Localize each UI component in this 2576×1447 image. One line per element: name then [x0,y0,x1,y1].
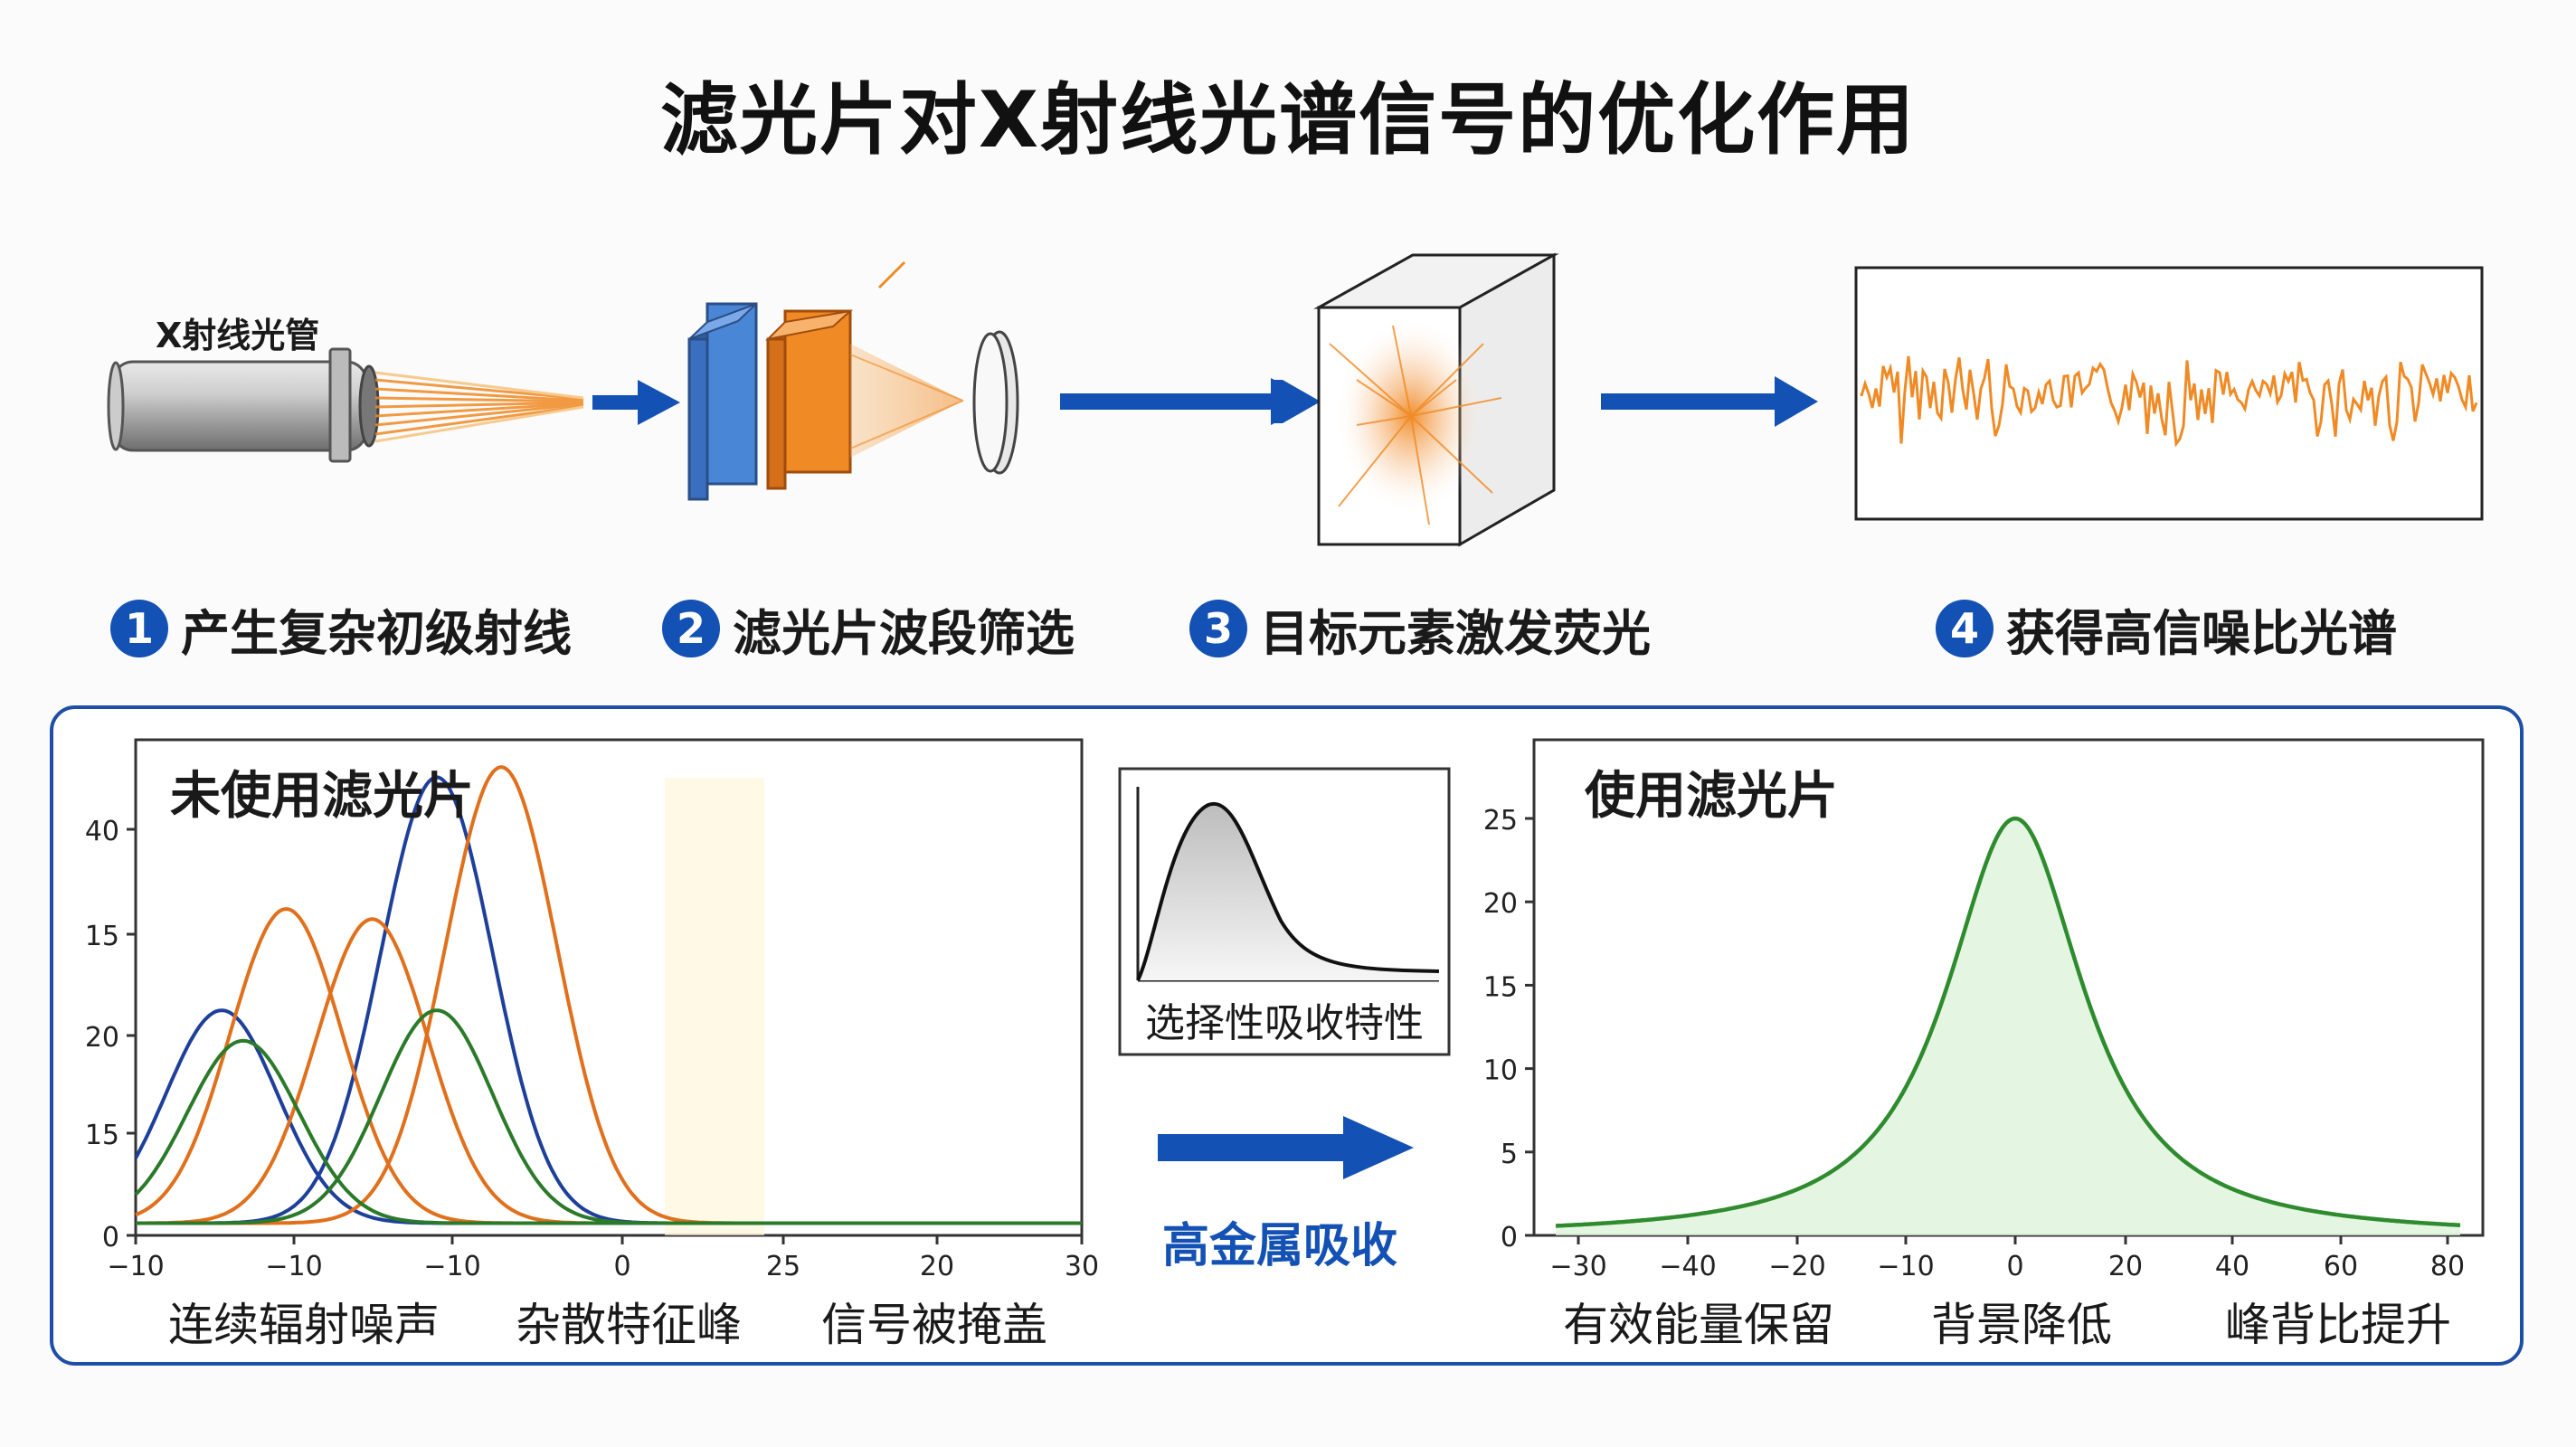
step-2: 2 滤光片波段筛选 [662,592,1075,665]
left-y-tick-label: 15 [85,921,119,952]
left-y-tick-label: 0 [102,1222,119,1253]
left-y-tick-label: 15 [85,1120,119,1151]
left-x-tick-label: 25 [766,1251,800,1282]
series-2-peak-1 [136,1008,1082,1225]
step-number-badge: 1 [110,600,168,657]
right-y-tick-label: 20 [1483,888,1518,920]
filtered-peak-line [1555,816,2461,1228]
right-x-tick-label: 0 [2006,1251,2023,1282]
right-y-tick-label: 25 [1483,805,1518,837]
middle-label: 高金属吸收 [1162,1219,1398,1273]
xray-tube-icon [107,347,380,463]
step-label: 目标元素激发荧光 [1260,604,1651,662]
right-x-tick-label: 80 [2430,1251,2465,1282]
right-x-tick-label: 20 [2108,1251,2143,1282]
step-number-badge: 3 [1189,600,1247,657]
flow-arrow-3 [1601,376,1818,427]
right-chart-title: 使用滤光片 [1585,767,1838,826]
filter-plates-icon [687,302,854,501]
step-label: 产生复杂初级射线 [181,604,572,662]
detector-window-icon [972,330,1019,475]
filtered-peak-area [1556,818,2460,1235]
right-y-tick-label: 5 [1501,1139,1518,1170]
right-caption-3: 峰背比提升 [2225,1299,2451,1351]
left-x-tick-label: 30 [1065,1251,1099,1282]
page-title: 滤光片对X射线光谱信号的优化作用 [659,75,1917,166]
step-1: 1 产生复杂初级射线 [110,592,572,665]
flow-arrow-1 [592,380,680,425]
xray-tube-label: X射线光管 [156,316,320,355]
noisy-spectrum-icon [1854,266,2484,521]
left-chart-title: 未使用滤光片 [170,767,474,826]
left-caption-3: 信号被掩盖 [821,1299,1047,1351]
left-x-tick-label: −10 [107,1251,164,1282]
filtered-beam-icon [850,344,963,458]
left-y-tick-label: 20 [85,1022,119,1054]
primary-rays-icon [374,371,584,443]
right-y-tick-label: 0 [1501,1222,1518,1253]
sample-block-icon [1313,252,1559,547]
flow-arrow-2 [1060,378,1321,425]
inset-label: 选择性吸收特性 [1145,1000,1424,1046]
left-x-tick-label: −10 [265,1251,322,1282]
step-label: 获得高信噪比光谱 [2006,604,2397,662]
process-arrow [1158,1116,1414,1179]
right-x-tick-label: 40 [2215,1251,2249,1282]
step-number-badge: 2 [662,600,720,657]
right-x-tick-label: −30 [1549,1251,1606,1282]
signal-highlight [665,778,764,1235]
right-caption-2: 背景降低 [1931,1299,2112,1351]
left-y-tick-label: 40 [85,816,119,847]
right-y-tick-label: 10 [1483,1055,1518,1087]
right-caption-1: 有效能量保留 [1563,1299,1834,1351]
step-4: 4 获得高信噪比光谱 [1936,592,2397,665]
step-label: 滤光片波段筛选 [733,604,1075,662]
process-illustration [107,252,2484,547]
left-x-tick-label: 0 [613,1251,630,1282]
left-caption-1: 连续辐射噪声 [168,1299,440,1351]
right-x-tick-label: −40 [1659,1251,1716,1282]
right-x-tick-label: 60 [2324,1251,2358,1282]
left-caption-2: 杂散特征峰 [516,1299,742,1351]
step-number-badge: 4 [1936,600,1994,657]
left-x-tick-label: 20 [920,1251,954,1282]
absorption-inset [1118,767,1451,1056]
right-x-tick-label: −10 [1877,1251,1934,1282]
left-x-tick-label: −10 [423,1251,480,1282]
right-x-tick-label: −20 [1768,1251,1825,1282]
step-3: 3 目标元素激发荧光 [1189,592,1651,665]
right-y-tick-label: 15 [1483,971,1518,1003]
